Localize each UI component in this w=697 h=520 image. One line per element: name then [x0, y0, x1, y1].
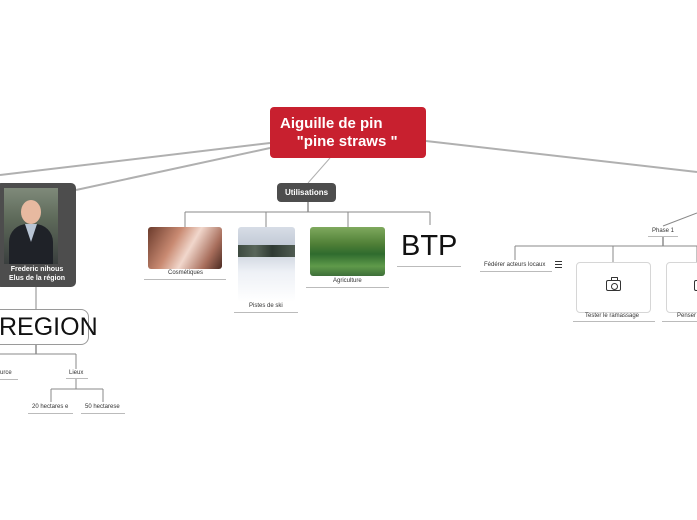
pistes-underline: [234, 312, 298, 313]
penser-box[interactable]: [666, 262, 697, 313]
pistes-de-ski-label[interactable]: Pistes de ski: [249, 303, 283, 309]
tester-underline: [573, 321, 655, 322]
agriculture-label[interactable]: Agriculture: [333, 278, 362, 284]
region-child-urce[interactable]: urce: [0, 370, 12, 376]
hectares-20-label[interactable]: 20 hectares e: [32, 404, 69, 410]
phase-1-underline: [648, 236, 678, 237]
urce-underline: [0, 379, 18, 380]
camera-icon: [606, 277, 621, 291]
hectares-50-underline: [81, 413, 125, 414]
agriculture-underline: [306, 287, 389, 288]
lieux-underline: [66, 378, 88, 379]
cosmetiques-label[interactable]: Cosmétiques: [168, 270, 204, 276]
agriculture-image[interactable]: [310, 227, 385, 276]
federer-underline: [480, 271, 552, 272]
btp-topic[interactable]: BTP: [401, 230, 458, 262]
menu-lines-icon[interactable]: [555, 261, 562, 268]
phase-1-label[interactable]: Phase 1: [652, 228, 675, 234]
federer-acteurs-label[interactable]: Fédérer acteurs locaux: [484, 262, 546, 268]
hectares-50-label[interactable]: 50 hectarese: [85, 404, 120, 410]
portrait-image: [4, 188, 58, 264]
region-topic[interactable]: REGION: [0, 309, 98, 345]
camera-icon: [694, 280, 697, 291]
tester-ramassage-box[interactable]: [576, 262, 651, 313]
hectares-20-underline: [28, 413, 73, 414]
root-topic[interactable]: Aiguille de pin "pine straws ": [270, 107, 426, 158]
cosmetics-image[interactable]: [148, 227, 222, 269]
portrait-head: [21, 200, 41, 224]
lieux-label[interactable]: Lieux: [69, 370, 84, 376]
person-card[interactable]: Frederic nihous Elus de la région: [0, 183, 76, 287]
utilisations-topic[interactable]: Utilisations: [277, 183, 336, 202]
penser-underline: [662, 321, 697, 322]
cosmetiques-underline: [144, 279, 226, 280]
penser-label[interactable]: Penser: [677, 313, 697, 319]
btp-underline: [397, 266, 461, 267]
ski-slope-image[interactable]: [238, 227, 295, 302]
tree-line: [238, 245, 295, 257]
tester-ramassage-label[interactable]: Tester le ramassage: [585, 313, 640, 319]
person-caption: Frederic nihous Elus de la région: [8, 266, 65, 282]
